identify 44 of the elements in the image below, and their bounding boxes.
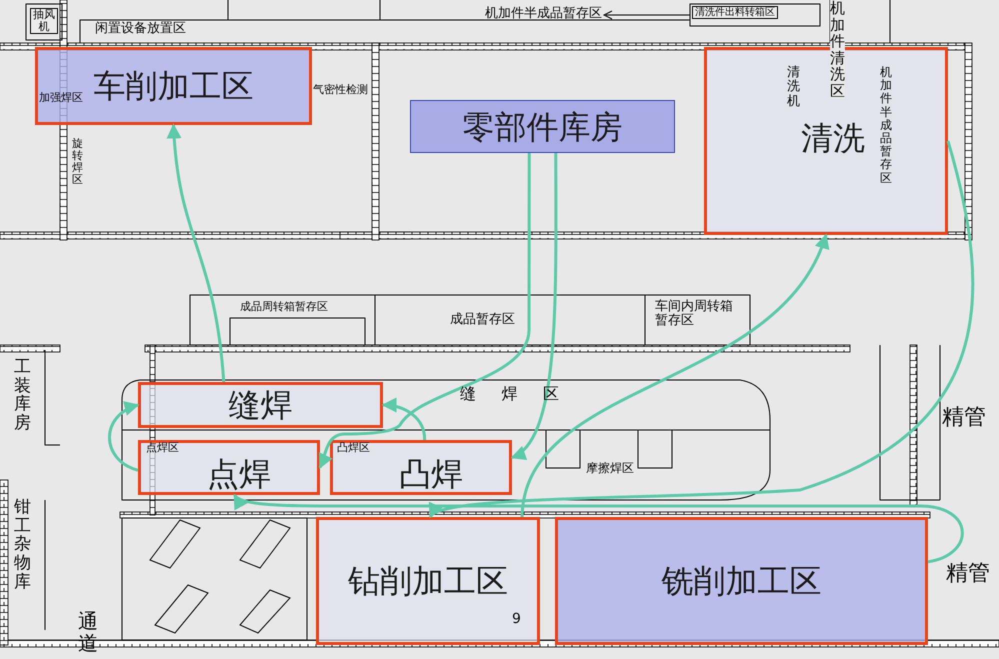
area-label: 闲置设备放置区 xyxy=(95,22,186,36)
area-label: 成品周转箱暂存区 xyxy=(240,301,328,314)
area-label: 精管 xyxy=(946,562,990,586)
area-label: 机加件半成品暂存区 xyxy=(485,7,602,22)
area-label: 旋转焊区 xyxy=(72,138,83,186)
flow-arrow xyxy=(166,124,226,382)
zone-highlight xyxy=(316,517,540,645)
zone-title: 钻削加工区 xyxy=(348,565,508,597)
flow-arrow xyxy=(108,402,140,472)
area-label: 凸焊区 xyxy=(337,442,370,454)
area-sign: 清洗件出料转箱区 xyxy=(692,6,778,19)
area-label: 摩擦焊区 xyxy=(586,462,634,476)
area-label: 气密性检测 xyxy=(313,84,368,96)
flow-arrow xyxy=(233,494,964,564)
zone-title: 点焊 xyxy=(207,458,271,490)
area-label: 点焊区 xyxy=(146,442,179,454)
flow-arrow xyxy=(510,153,558,459)
zone-title: 缝焊 xyxy=(228,389,292,421)
flow-arrow xyxy=(318,153,531,469)
zone-title: 车削加工区 xyxy=(94,70,254,102)
zone-title: 凸焊 xyxy=(399,458,463,490)
flow-arrow xyxy=(520,234,828,518)
area-label: 机加件半成品暂存区 xyxy=(880,66,892,185)
flow-arrow xyxy=(382,398,426,440)
zone-highlight xyxy=(704,47,948,235)
zone-highlight xyxy=(138,382,383,428)
zone-highlight xyxy=(35,47,312,125)
area-sign: 抽风机 xyxy=(30,8,58,34)
area-label: 成品暂存区 xyxy=(450,313,515,328)
area-label: 机加件清洗区 xyxy=(830,0,845,99)
area-label: 车间内周转箱暂存区 xyxy=(655,300,734,329)
zone-title: 铣削加工区 xyxy=(662,565,822,597)
zone-title: 零部件库房 xyxy=(462,110,622,142)
area-label: 9 xyxy=(512,612,521,628)
area-label: 加强焊区 xyxy=(39,92,83,104)
area-label: 钳工杂物库 xyxy=(14,498,31,592)
zone-highlight xyxy=(330,440,512,495)
storage-box xyxy=(410,100,675,153)
zone-highlight xyxy=(555,517,928,645)
area-label: 清洗机 xyxy=(787,66,800,109)
zone-highlight xyxy=(138,440,320,495)
area-label: 工装库房 xyxy=(14,358,31,433)
zone-title: 清洗 xyxy=(801,122,865,154)
area-label: 精管 xyxy=(942,406,986,430)
